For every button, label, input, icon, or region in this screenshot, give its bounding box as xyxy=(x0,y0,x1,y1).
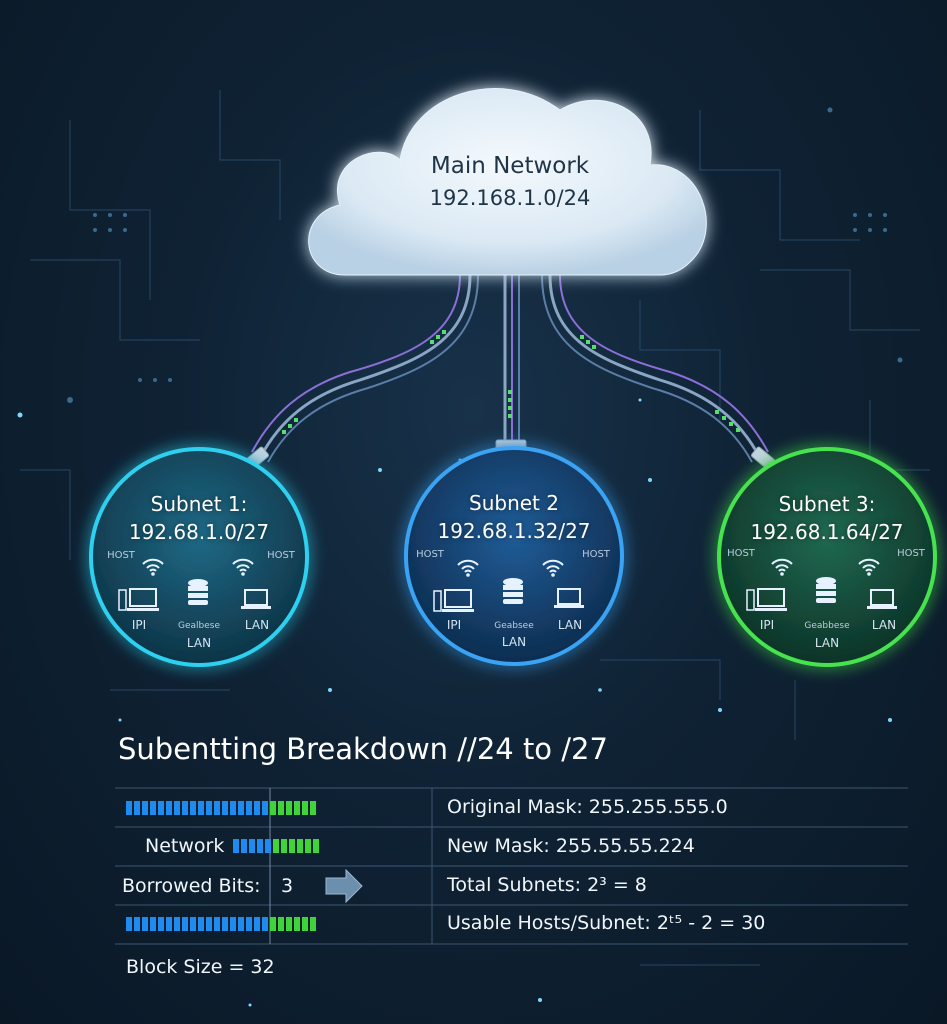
laptop-icon xyxy=(241,589,271,609)
wifi-icon xyxy=(232,558,254,576)
arrow-icon xyxy=(325,868,363,904)
workstation-icon xyxy=(746,588,787,611)
host-label-left: HOST xyxy=(727,548,755,559)
host-label-right: HOST xyxy=(267,550,295,561)
subnet-title: Subnet 1: xyxy=(150,492,248,516)
subnet-ip: 192.68.1.0/27 xyxy=(128,520,270,544)
lan-bottom-label: LAN xyxy=(186,636,212,650)
ip-label: IPI xyxy=(759,618,775,632)
block-size: Block Size = 32 xyxy=(126,956,275,978)
total-subnets: Total Subnets: 2³ = 8 xyxy=(447,874,647,896)
wifi-icon xyxy=(542,559,564,577)
main-network-cloud xyxy=(308,88,707,276)
network-label: Network xyxy=(145,835,225,857)
lan-bottom-label: LAN xyxy=(814,636,840,650)
mask-bits-row-2 xyxy=(233,839,319,853)
lan-label: LAN xyxy=(557,618,583,632)
original-mask: Original Mask: 255.255.555.0 xyxy=(447,796,728,818)
database-icon xyxy=(816,577,836,603)
subnet-ip: 192.68.1.32/27 xyxy=(437,519,591,543)
cloud-ip: 192.168.1.0/24 xyxy=(429,186,591,210)
mask-bits-row-1 xyxy=(126,801,316,815)
host-label-left: HOST xyxy=(416,549,444,560)
database-label: Geabsee xyxy=(494,621,534,631)
subnet-title: Subnet 3: xyxy=(778,492,876,516)
workstation-icon xyxy=(118,588,159,611)
subnet-2: Subnet 2 192.68.1.32/27 HOST HOST IPI Ge… xyxy=(403,445,625,667)
usable-hosts: Usable Hosts/Subnet: 2ᵗ⁵ - 2 = 30 xyxy=(447,912,766,934)
circuit-traces xyxy=(20,90,930,966)
data-packets xyxy=(282,330,740,434)
laptop-icon xyxy=(867,589,897,609)
subnet-1: Subnet 1: 192.68.1.0/27 HOST HOST IPI Ge… xyxy=(88,446,310,668)
database-icon xyxy=(503,578,523,604)
lan-label: LAN xyxy=(244,618,270,632)
ip-label: IPI xyxy=(131,618,147,632)
lan-label: LAN xyxy=(871,618,897,632)
borrowed-bits-value: 3 xyxy=(281,875,294,897)
breakdown-table-lines xyxy=(115,787,908,945)
host-label-right: HOST xyxy=(582,549,610,560)
database-icon xyxy=(188,579,208,605)
wifi-icon xyxy=(771,558,793,576)
ip-label: IPI xyxy=(446,618,462,632)
subnet-3: Subnet 3: 192.68.1.64/27 HOST HOST IPI G… xyxy=(716,446,938,668)
cloud-title: Main Network xyxy=(430,153,590,179)
lan-bottom-label: LAN xyxy=(501,635,527,649)
circuit-dots xyxy=(67,107,903,403)
host-label-right: HOST xyxy=(897,548,925,559)
breakdown-title: Subentting Breakdown //24 to /27 xyxy=(118,732,608,766)
new-mask: New Mask: 255.55.55.224 xyxy=(447,835,695,857)
borrowed-bits-label: Borrowed Bits: xyxy=(122,875,261,897)
subnet-title: Subnet 2 xyxy=(469,491,559,515)
mask-bits-row-3 xyxy=(126,917,316,931)
wifi-icon xyxy=(142,558,164,576)
cables xyxy=(251,274,769,463)
workstation-icon xyxy=(433,589,474,612)
wifi-icon xyxy=(858,558,880,576)
wifi-icon xyxy=(457,559,479,577)
database-label: Geabbese xyxy=(804,621,850,631)
database-label: Gealbese xyxy=(177,621,220,631)
host-label-left: HOST xyxy=(107,550,135,561)
subnet-ip: 192.68.1.64/27 xyxy=(750,520,904,544)
laptop-icon xyxy=(554,588,584,608)
